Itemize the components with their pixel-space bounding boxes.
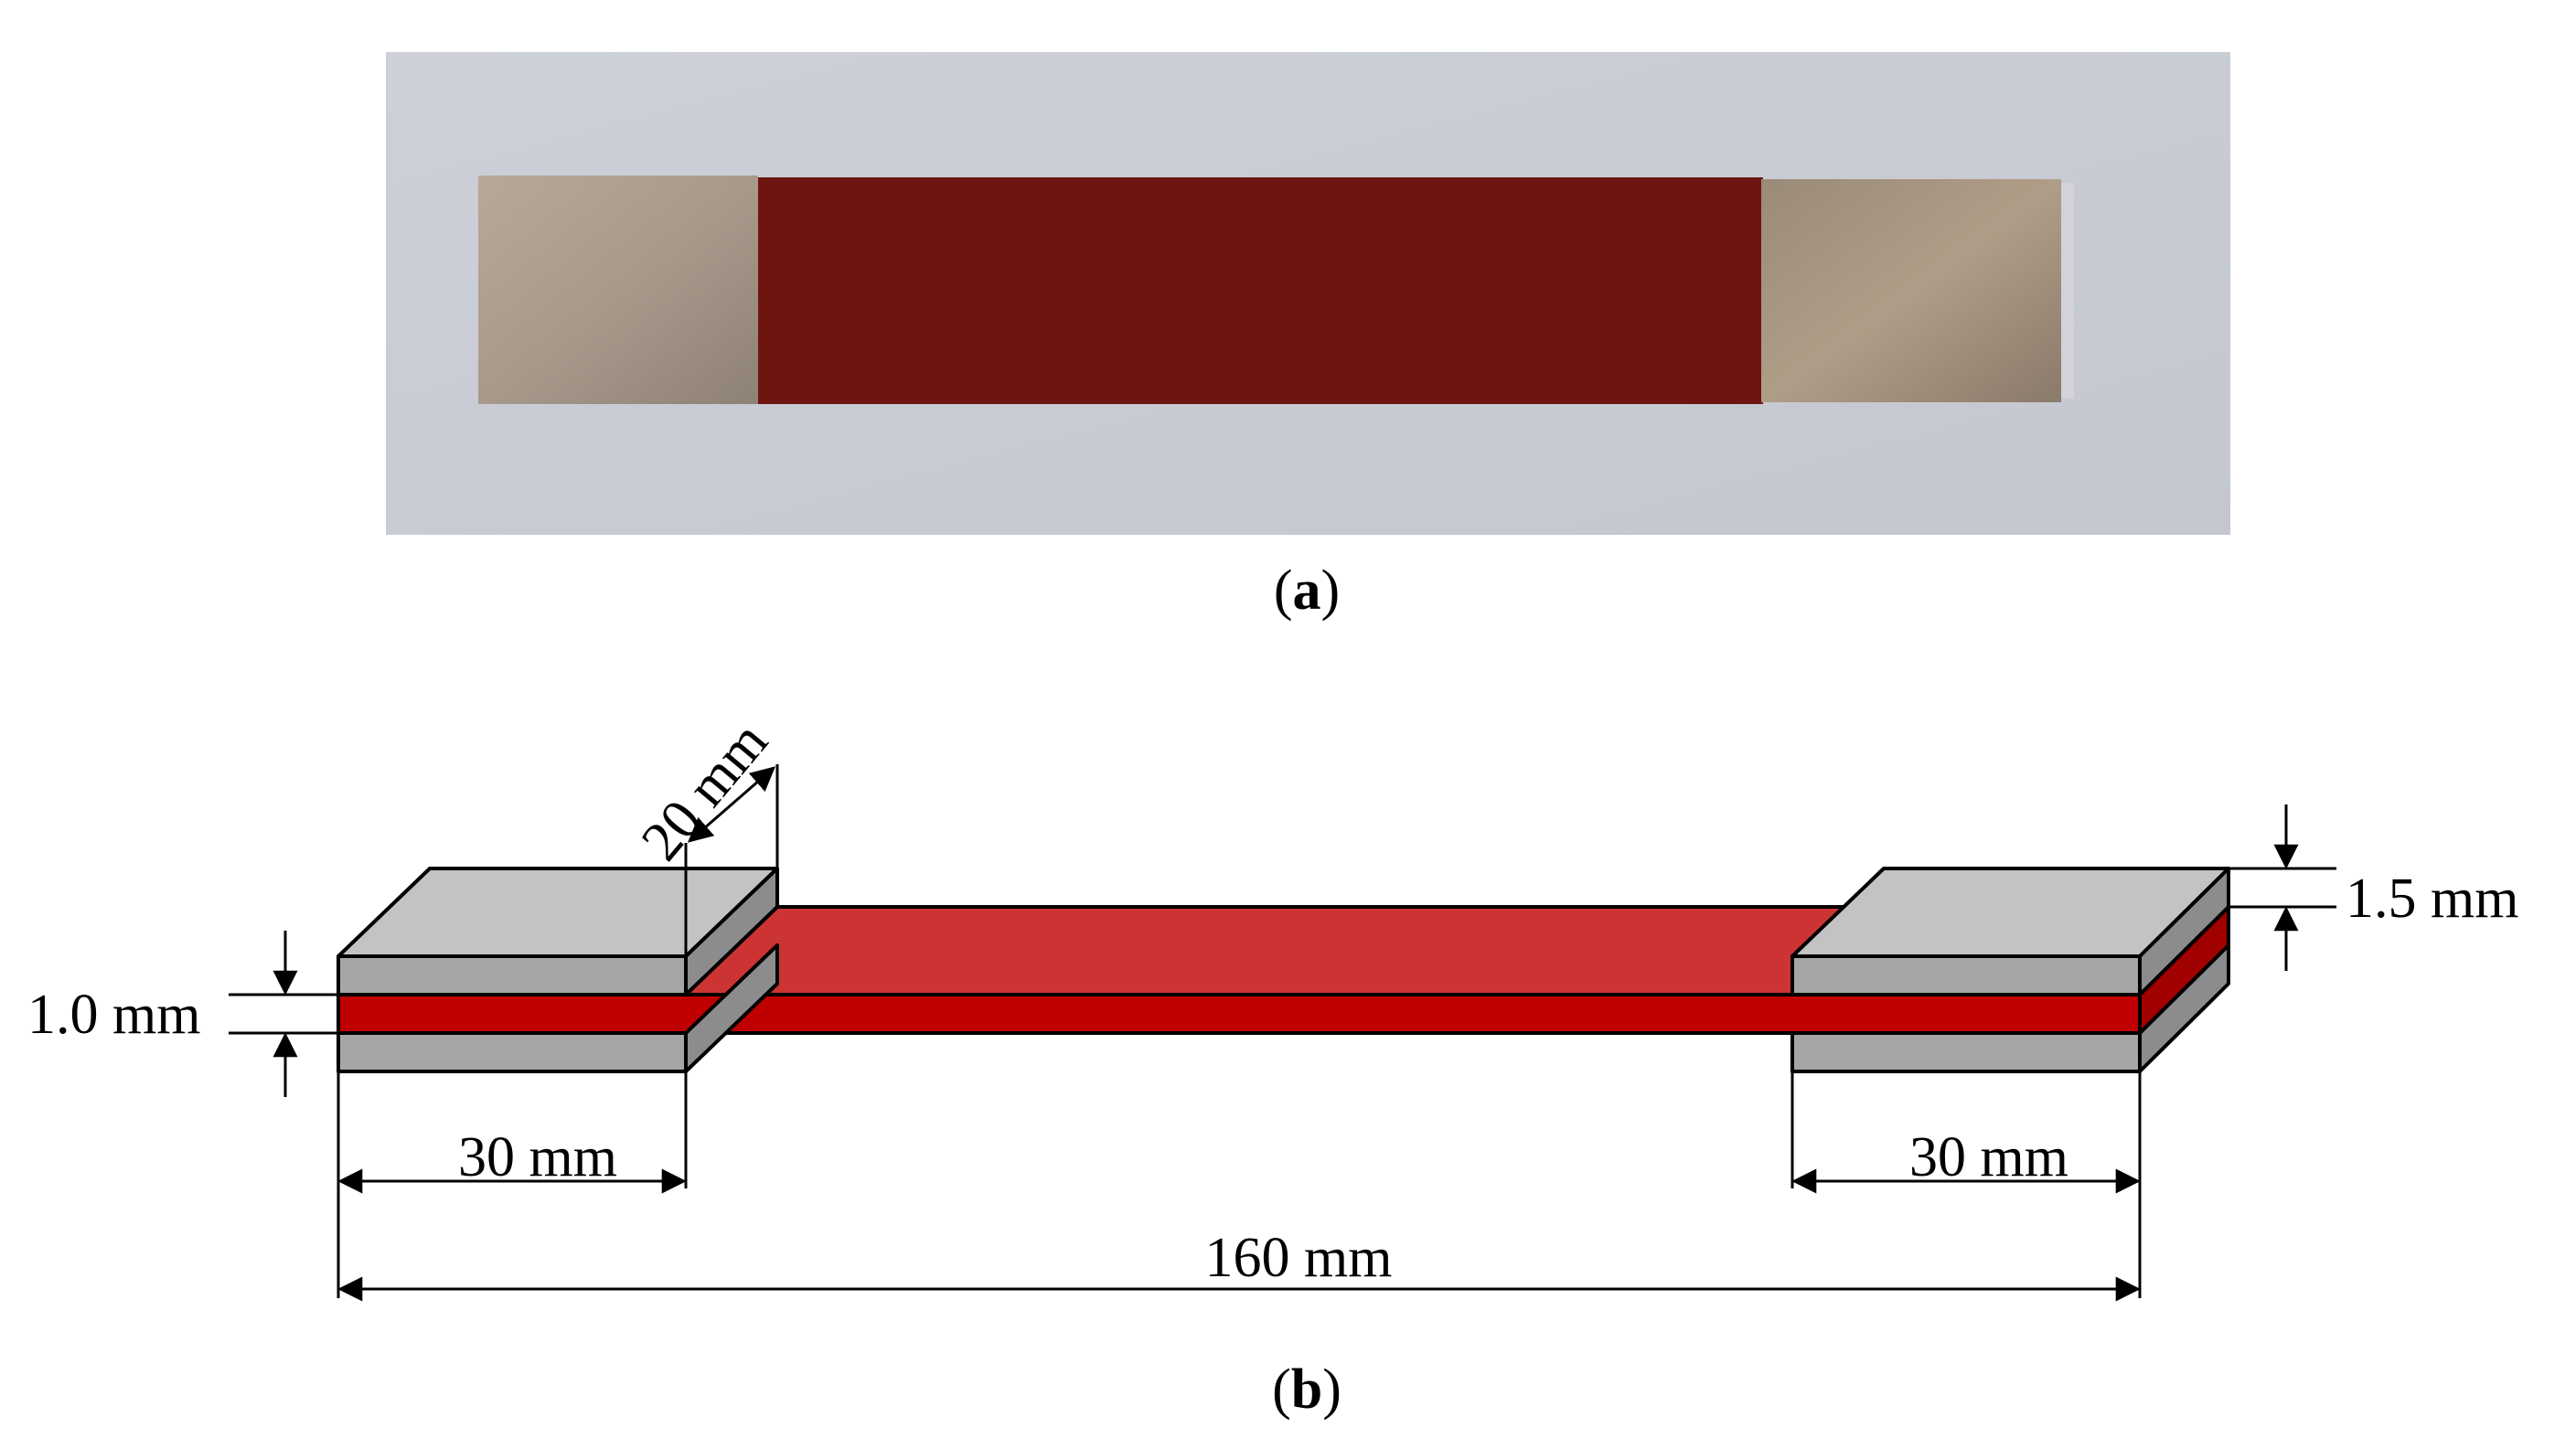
panel-a-photo xyxy=(386,52,2230,535)
caption-b: (b) xyxy=(1272,1358,1341,1421)
label-total-length: 160 mm xyxy=(1205,1227,1393,1289)
left-tab-lower-front xyxy=(337,1031,688,1073)
dim-width-arrow xyxy=(687,766,776,843)
specimen-front-face xyxy=(337,993,2142,1035)
panel-b-schematic xyxy=(337,867,2230,1073)
specimen-top-face xyxy=(684,905,1913,996)
photo-left-tab xyxy=(478,176,758,404)
photo-specimen-coating xyxy=(755,177,1763,404)
caption-b-letter: b xyxy=(1291,1358,1322,1421)
right-tab-upper-front xyxy=(1790,954,2142,996)
label-specimen-thickness: 1.0 mm xyxy=(27,984,200,1046)
label-right-tab-length: 30 mm xyxy=(1909,1126,2068,1188)
label-left-tab-length: 30 mm xyxy=(458,1126,617,1188)
caption-a-letter: a xyxy=(1293,559,1321,622)
left-tab-upper-front xyxy=(337,954,688,996)
right-tab-lower-front xyxy=(1790,1031,2142,1073)
photo-right-tab xyxy=(1761,179,2061,402)
photo-right-tab-edge xyxy=(2061,183,2074,399)
label-tab-thickness: 1.5 mm xyxy=(2346,868,2518,930)
label-width: 20 mm xyxy=(630,710,780,872)
caption-a: (a) xyxy=(1274,559,1340,622)
dimension-lines xyxy=(229,764,2336,1302)
